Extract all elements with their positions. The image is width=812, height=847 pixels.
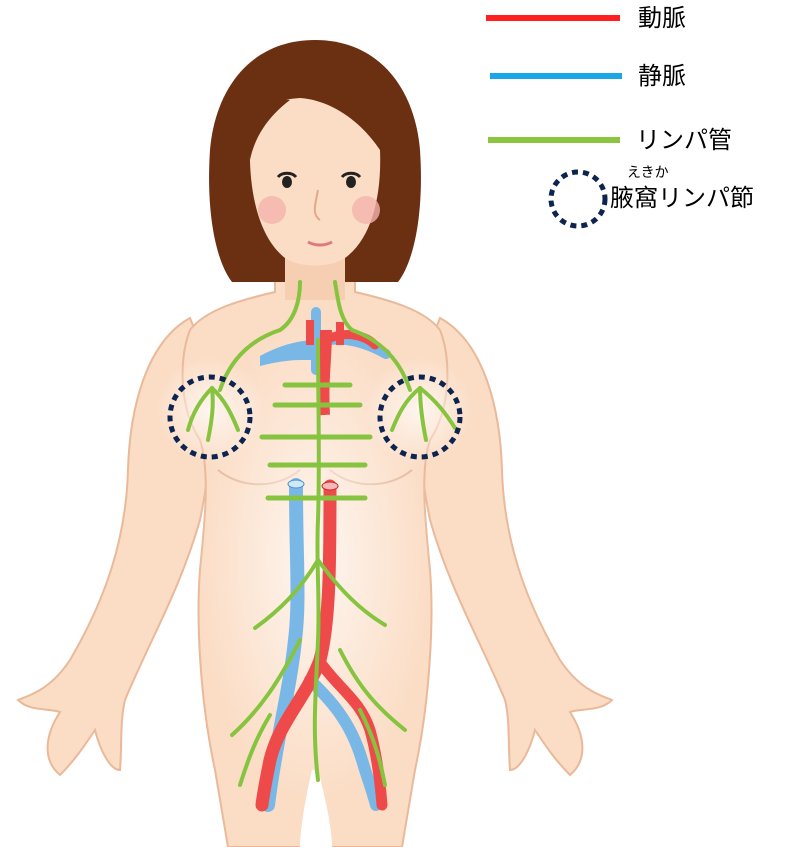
legend-node-ruby: えきか [627,166,669,180]
legend-lymph-label: リンパ管 [636,128,732,152]
legend-vein-label: 静脈 [638,64,686,88]
head [209,40,421,300]
legend-artery-label: 動脈 [638,6,686,30]
legend-node-label: 腋窩リンパ節 [610,186,754,210]
legend [486,18,622,226]
legend-node-ring [551,172,605,226]
